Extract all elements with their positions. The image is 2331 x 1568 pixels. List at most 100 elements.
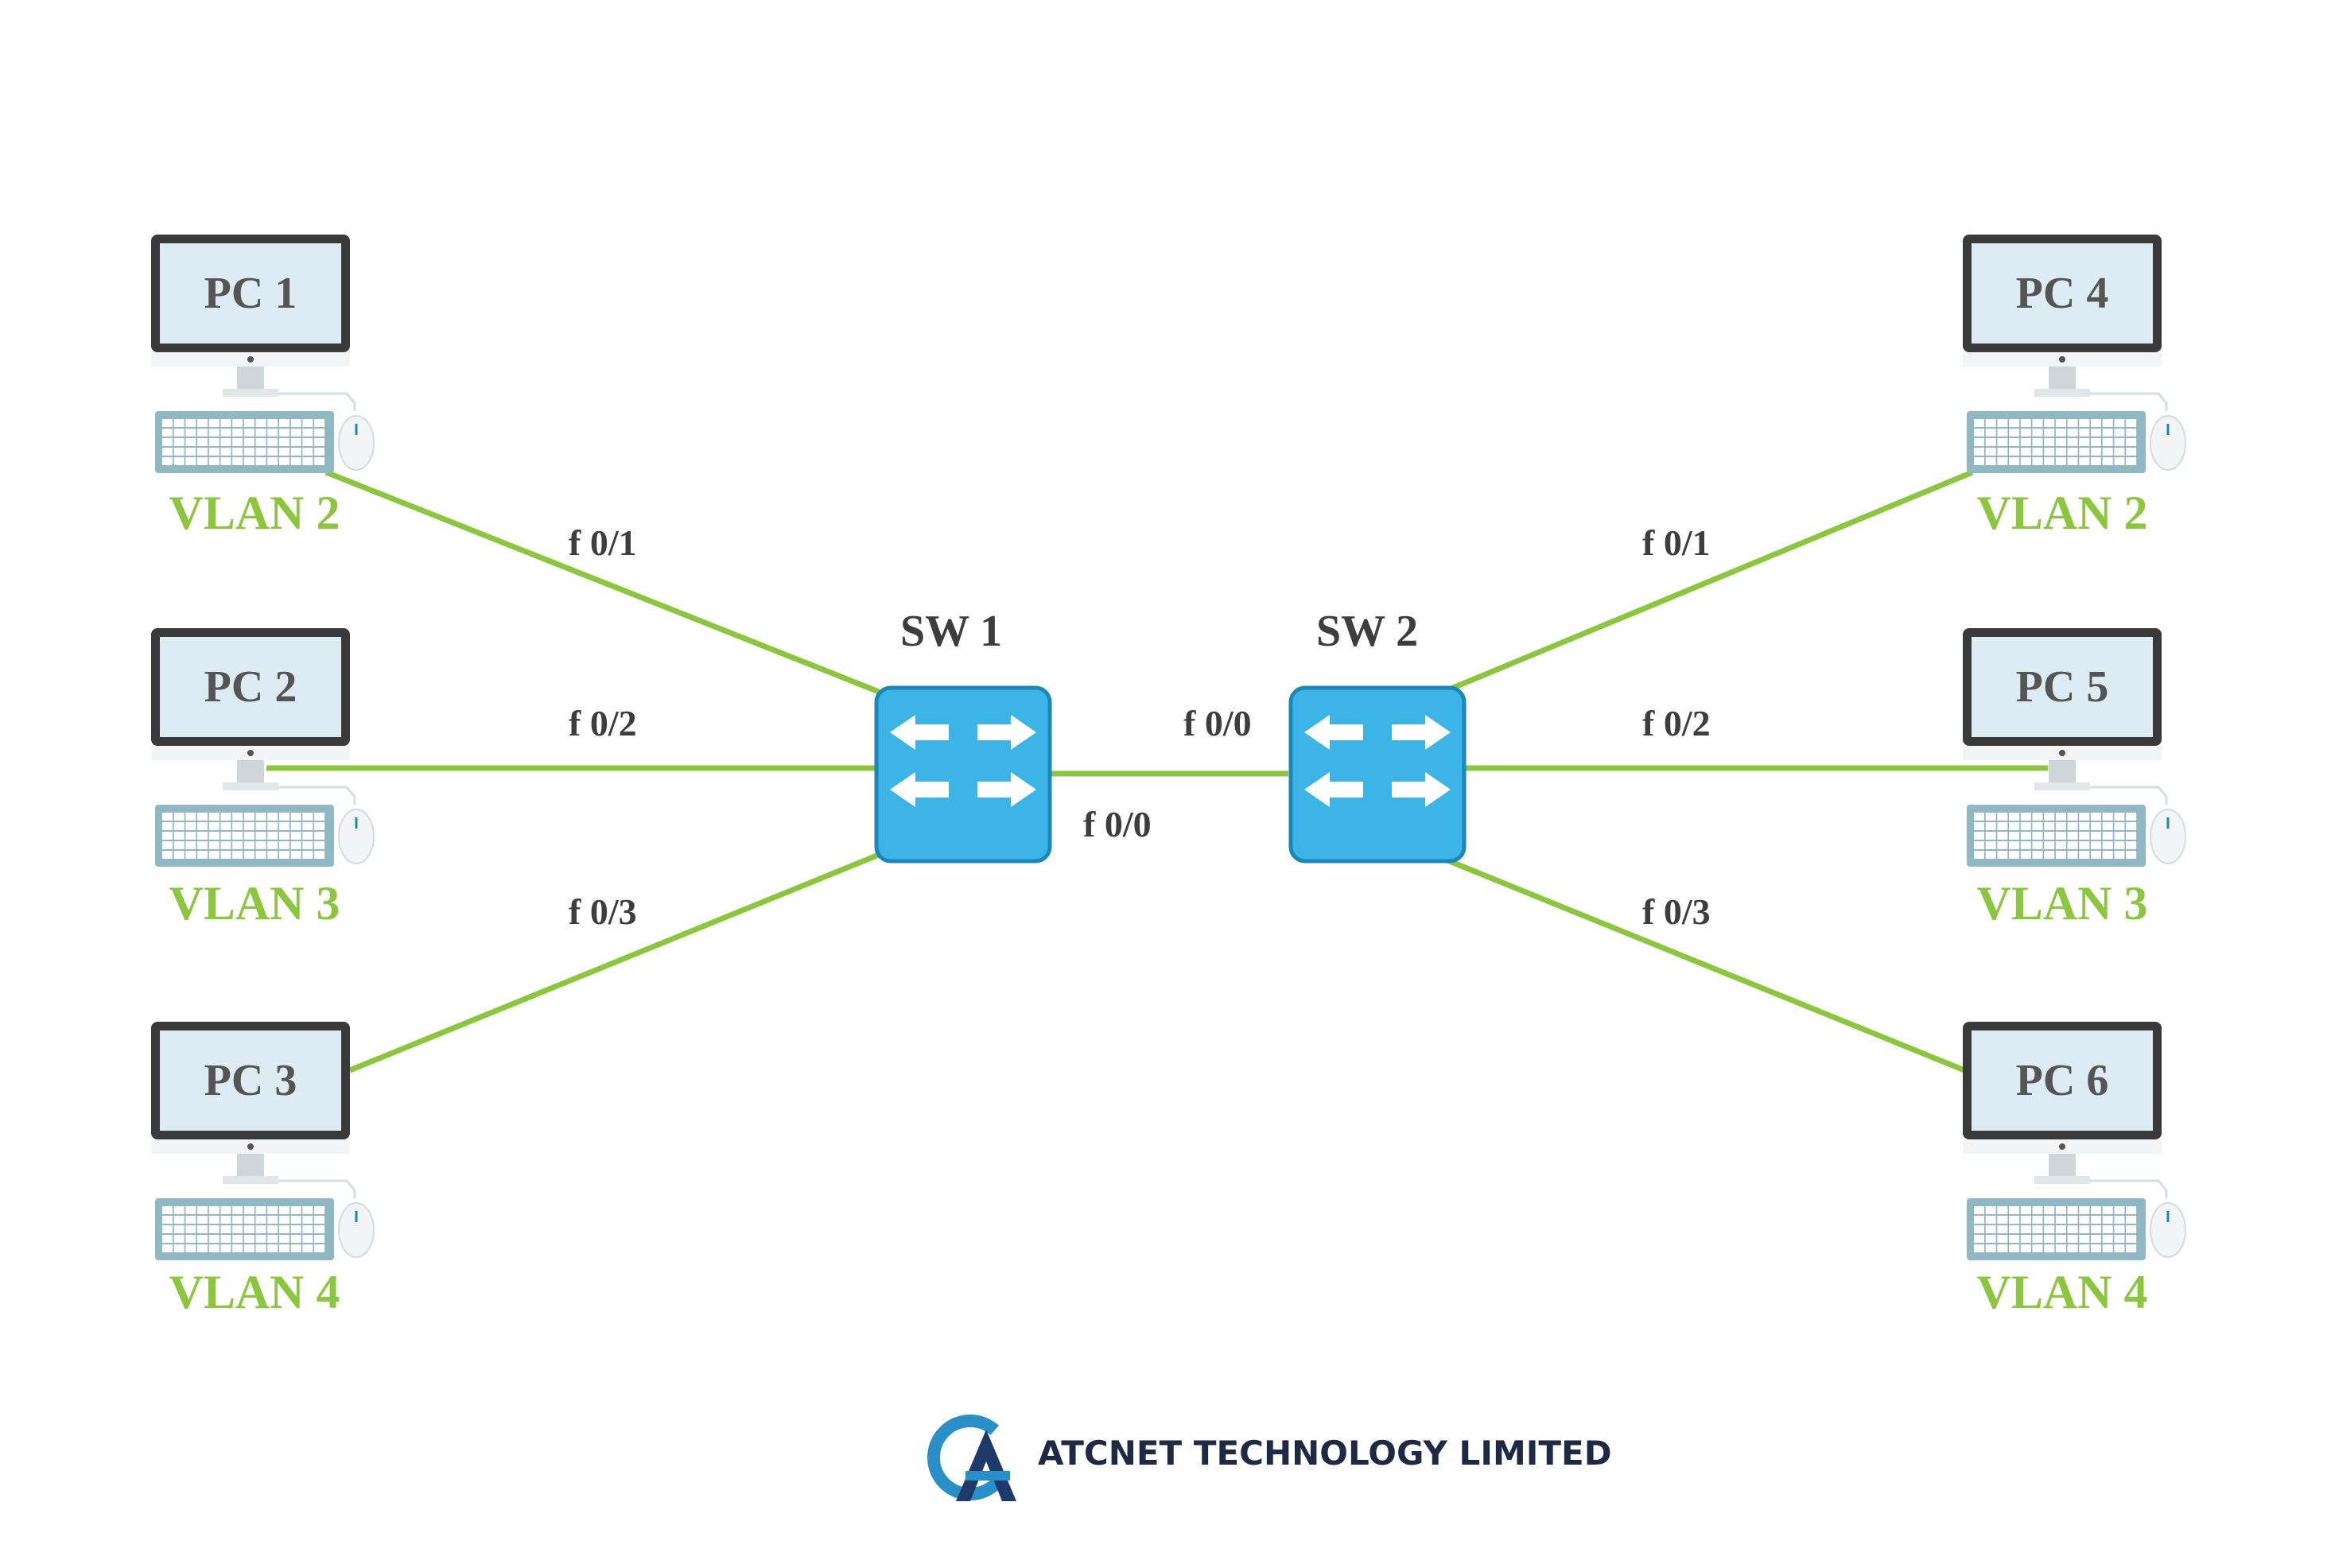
keyboard-key: [302, 851, 313, 859]
keyboard-key: [2044, 1235, 2055, 1243]
pc-pc6[interactable]: PC 6 VLAN 4: [1961, 1020, 2187, 1318]
keyboard-key: [302, 419, 313, 427]
atcnet-logo-icon: [927, 1415, 1016, 1501]
keyboard-key: [162, 841, 173, 849]
keyboard-key: [290, 832, 301, 840]
keyboard-key: [243, 1216, 254, 1224]
keyboard-key: [2009, 438, 2020, 446]
keyboard-key: [1997, 448, 2008, 456]
keyboard-key: [2114, 841, 2125, 849]
keyboard-key: [243, 429, 254, 437]
keyboard-key: [2126, 851, 2137, 859]
keyboard-key: [2126, 1216, 2137, 1224]
keyboard-key: [290, 822, 301, 830]
keyboard-key: [1974, 1244, 1984, 1252]
keyboard-key: [279, 1225, 289, 1233]
keyboard-key: [302, 1216, 313, 1224]
keyboard-key: [197, 1235, 208, 1243]
keyboard-key: [2020, 457, 2031, 465]
keyboard-key: [185, 448, 196, 456]
keyboard-key: [290, 419, 301, 427]
keyboard-key: [314, 1206, 325, 1214]
pc-pc3[interactable]: PC 3 VLAN 4: [150, 1020, 375, 1318]
keyboard-key: [1997, 1225, 2008, 1233]
keyboard-key: [2020, 429, 2031, 437]
keyboard-key: [185, 813, 196, 821]
keyboard-key: [279, 429, 289, 437]
link-pc3-sw1: [348, 852, 880, 1073]
keyboard-key: [2009, 1216, 2020, 1224]
keyboard-key: [2032, 1244, 2043, 1252]
keyboard-key: [173, 429, 185, 437]
keyboard-key: [2055, 1244, 2066, 1252]
keyboard-key: [2114, 448, 2125, 456]
keyboard-key: [208, 1225, 220, 1233]
keyboard-key: [2114, 1216, 2125, 1224]
switch-sw2[interactable]: SW 2: [1288, 607, 1467, 864]
keyboard-key: [1985, 1216, 1996, 1224]
switch-body: [1288, 685, 1467, 864]
keyboard-key: [314, 1244, 325, 1252]
keyboard-key: [1985, 448, 1996, 456]
keyboard-key: [162, 438, 173, 446]
keyboard-key: [314, 448, 325, 456]
keyboard-key: [279, 841, 289, 849]
keyboard-key: [1985, 813, 1996, 821]
port-label-sw2-f00: f 0/0: [1183, 703, 1252, 743]
keyboard-key: [1974, 841, 1984, 849]
keyboard-key: [302, 841, 313, 849]
keyboard-key: [243, 832, 254, 840]
pc-pc5[interactable]: PC 5 VLAN 3: [1961, 627, 2187, 930]
keyboard-key: [2114, 851, 2125, 859]
pc-label: PC 5: [2016, 662, 2109, 712]
keyboard-key: [220, 448, 231, 456]
keyboard-key: [2032, 429, 2043, 437]
keyboard-key: [1985, 419, 1996, 427]
keyboard-key: [2114, 429, 2125, 437]
keyboard-key: [2091, 1216, 2101, 1224]
port-label-sw1-f01: f 0/1: [569, 522, 637, 563]
keyboard-key: [232, 1225, 243, 1233]
keyboard-key: [162, 1206, 173, 1214]
keyboard-key: [290, 1244, 301, 1252]
keyboard-key: [2102, 813, 2113, 821]
keyboard-key: [185, 457, 196, 465]
keyboard-key: [243, 457, 254, 465]
keyboard-key: [2044, 448, 2055, 456]
keyboard-key: [162, 1216, 173, 1224]
keyboard-key: [208, 1244, 220, 1252]
keyboard-key: [2091, 438, 2101, 446]
keyboard-key: [1985, 457, 1996, 465]
keyboard-key: [2102, 448, 2113, 456]
keyboard-key: [220, 1225, 231, 1233]
keyboard-key: [1997, 1235, 2008, 1243]
keyboard-key: [314, 419, 325, 427]
keyboard-key: [302, 429, 313, 437]
keyboard-key: [314, 822, 325, 830]
keyboard-key: [1997, 438, 2008, 446]
keyboard-key: [2091, 851, 2101, 859]
keyboard-key: [2032, 851, 2043, 859]
keyboard-key: [290, 1225, 301, 1233]
keyboard-key: [162, 419, 173, 427]
pc-pc2[interactable]: PC 2 VLAN 3: [150, 627, 375, 930]
pc-pc1[interactable]: PC 1 VLAN 2: [150, 233, 375, 539]
keyboard-key: [243, 419, 254, 427]
keyboard-key: [2032, 1225, 2043, 1233]
keyboard-key: [232, 429, 243, 437]
keyboard-key: [255, 1244, 266, 1252]
switch-label-sw1: SW 1: [900, 607, 1002, 656]
pc-pc4[interactable]: PC 4 VLAN 2: [1961, 233, 2187, 539]
keyboard-key: [314, 438, 325, 446]
keyboard-key: [173, 1225, 185, 1233]
keyboard-key: [2079, 1225, 2090, 1233]
switch-sw1[interactable]: SW 1: [874, 607, 1052, 864]
keyboard-key: [1997, 1206, 2008, 1214]
keyboard-key: [2126, 448, 2137, 456]
keyboard-key: [2044, 822, 2055, 830]
keyboard-key: [267, 841, 278, 849]
keyboard-key: [243, 448, 254, 456]
keyboard-key: [2126, 832, 2137, 840]
keyboard-key: [267, 448, 278, 456]
